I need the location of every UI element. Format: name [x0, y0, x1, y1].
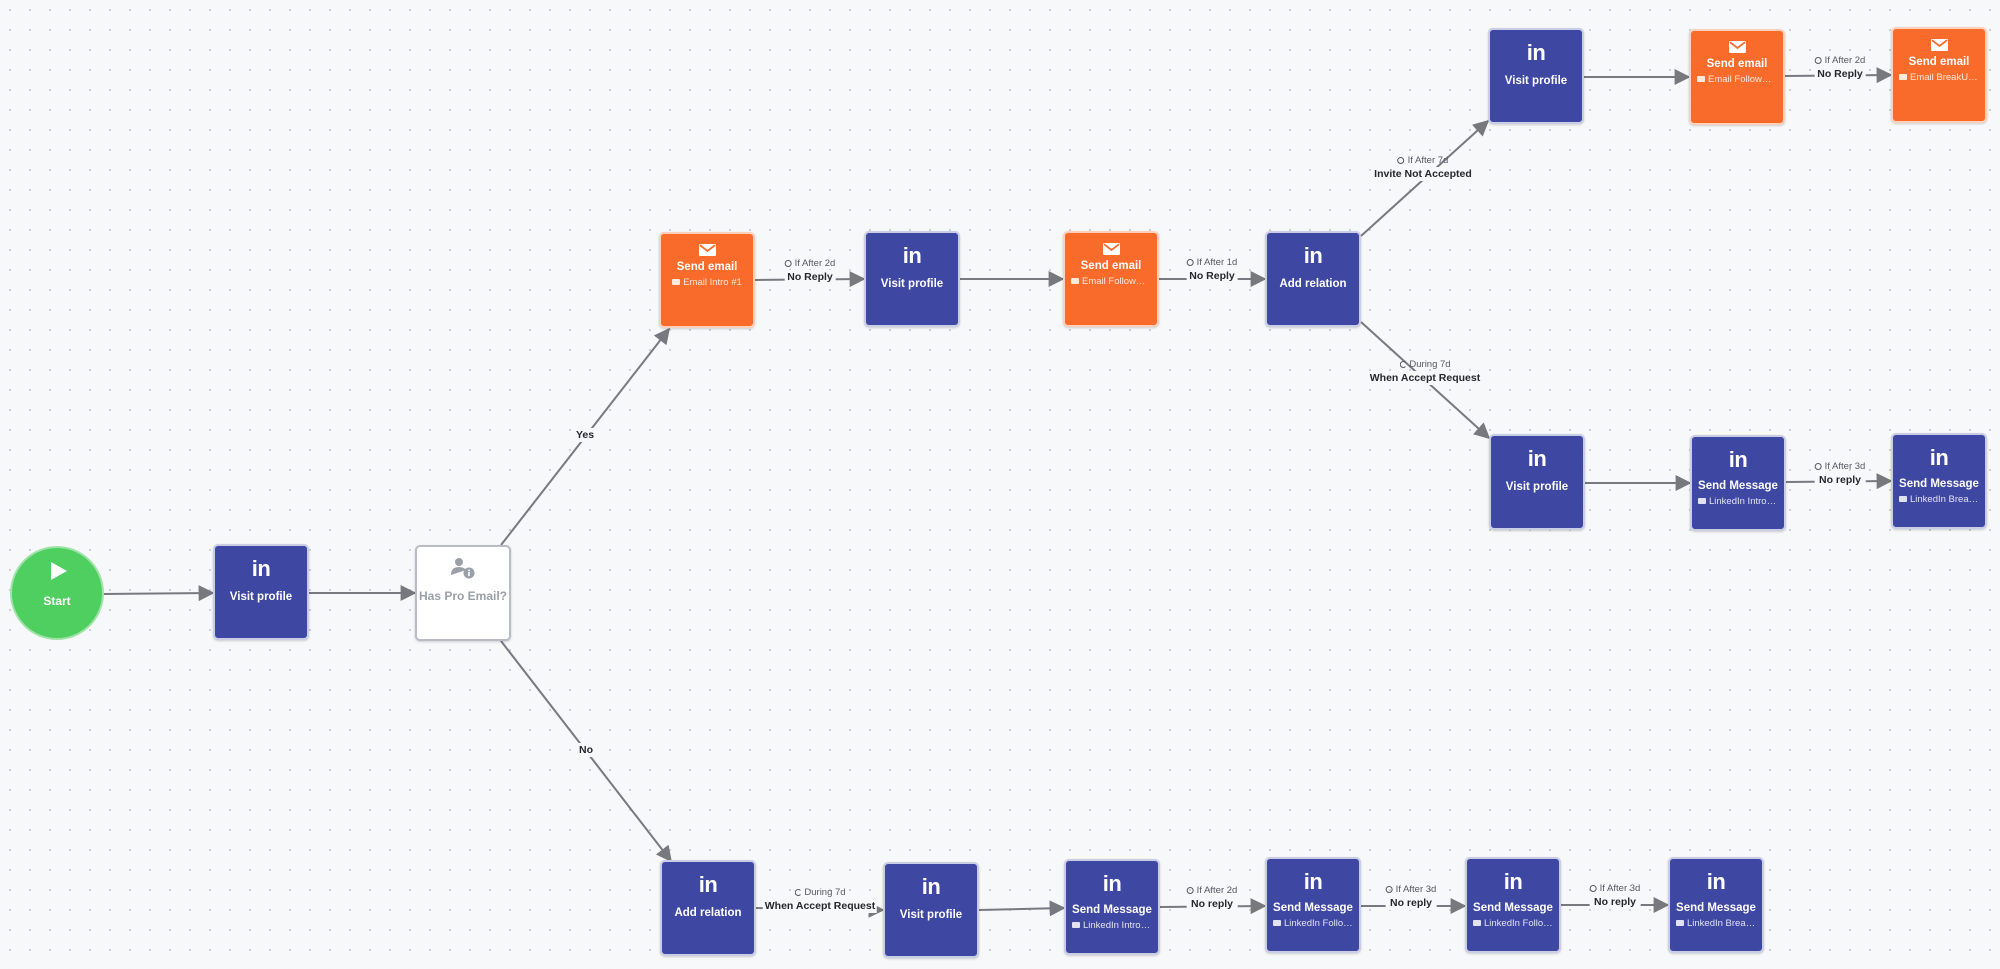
node-title: Visit profile	[1504, 75, 1568, 87]
edge-connector	[1785, 473, 1893, 490]
message-icon	[1071, 278, 1079, 284]
node-title: Send email	[1908, 56, 1970, 68]
start-node[interactable]: Start	[10, 546, 104, 640]
node-title: Send email	[676, 261, 738, 273]
node-title: Visit profile	[1505, 481, 1569, 493]
linkedin-icon: in	[1303, 243, 1323, 268]
node-title: Send Message	[1072, 904, 1152, 916]
node-title: Add relation	[674, 907, 742, 919]
message-icon	[1899, 74, 1907, 80]
envelope-icon	[1930, 39, 1948, 51]
message-icon	[1676, 920, 1684, 926]
start-label: Start	[43, 594, 71, 608]
node-template: LinkedIn Break...	[1893, 494, 1985, 506]
template-name: Email Intro #1	[683, 277, 742, 288]
node-title: Send email	[1706, 58, 1768, 70]
template-name: Email FollowUp ...	[1708, 74, 1783, 85]
node-template: LinkedIn Follow...	[1467, 918, 1559, 930]
edge-connector	[500, 640, 672, 863]
node-title: Send Message	[1273, 902, 1353, 914]
node-template: LinkedIn Follow...	[1267, 918, 1359, 930]
linkedin-icon: in	[1102, 871, 1122, 896]
user-info-icon	[417, 555, 509, 581]
edge-connector	[978, 900, 1066, 917]
template-name: LinkedIn Break...	[1687, 918, 1759, 929]
message-icon	[672, 279, 681, 285]
node-title: Send Message	[1473, 902, 1553, 914]
template-name: Email FollowUp ...	[1082, 276, 1157, 287]
edge-connector	[500, 327, 670, 546]
linkedin-icon: in	[1728, 447, 1748, 472]
template-name: LinkedIn Intro #2	[1709, 496, 1780, 507]
node-template: LinkedIn Intro #1	[1066, 920, 1158, 932]
edge-connector	[1360, 119, 1490, 237]
node-title: Send email	[1080, 260, 1142, 272]
linkedin-icon: in	[921, 874, 941, 899]
message-icon	[1072, 922, 1080, 928]
node-title: Add relation	[1279, 278, 1347, 290]
edge-connector	[1360, 321, 1491, 440]
node-title: Send Message	[1676, 902, 1756, 914]
linkedin-icon: in	[698, 872, 718, 897]
node-template: LinkedIn Break...	[1670, 918, 1762, 930]
template-name: LinkedIn Follow...	[1484, 918, 1558, 929]
linkedin-icon: in	[1929, 445, 1949, 470]
linkedin-icon: in	[1503, 869, 1523, 894]
linkedin-icon: in	[1706, 869, 1726, 894]
node-title: Send Message	[1698, 480, 1778, 492]
node-title: Has Pro Email?	[418, 589, 508, 603]
node-template: LinkedIn Intro #2	[1692, 496, 1784, 508]
template-name: LinkedIn Intro #1	[1083, 920, 1154, 931]
linkedin-icon: in	[1526, 40, 1546, 65]
node-template: Email FollowUp ...	[1065, 276, 1157, 288]
edge-connector	[755, 901, 885, 918]
linkedin-icon: in	[251, 556, 271, 581]
edge-connector	[103, 585, 215, 602]
linkedin-icon: in	[902, 243, 922, 268]
node-title: Visit profile	[899, 909, 963, 921]
message-icon	[1899, 496, 1907, 502]
node-template: Email BreakUp #1	[1893, 72, 1985, 84]
node-title: Visit profile	[880, 278, 944, 290]
message-icon	[1697, 76, 1705, 82]
message-icon	[1273, 920, 1281, 926]
play-icon	[51, 562, 67, 580]
linkedin-icon: in	[1303, 869, 1323, 894]
linkedin-icon: in	[1527, 446, 1547, 471]
node-template: Email Intro #1	[661, 277, 753, 289]
envelope-icon	[1728, 41, 1746, 53]
edge-connector	[754, 271, 866, 288]
has-pro-email--node[interactable]: Has Pro Email?	[415, 545, 511, 641]
envelope-icon	[1102, 243, 1120, 255]
template-name: LinkedIn Follow...	[1284, 918, 1358, 929]
node-title: Send Message	[1899, 478, 1979, 490]
edge-connector	[1784, 67, 1893, 84]
node-title: Visit profile	[229, 591, 293, 603]
message-icon	[1698, 498, 1706, 504]
edge-connector	[1159, 898, 1267, 915]
node-template: Email FollowUp ...	[1691, 74, 1783, 86]
template-name: LinkedIn Break...	[1910, 494, 1982, 505]
message-icon	[1473, 920, 1481, 926]
envelope-icon	[698, 244, 716, 256]
template-name: Email BreakUp #1	[1910, 72, 1985, 83]
